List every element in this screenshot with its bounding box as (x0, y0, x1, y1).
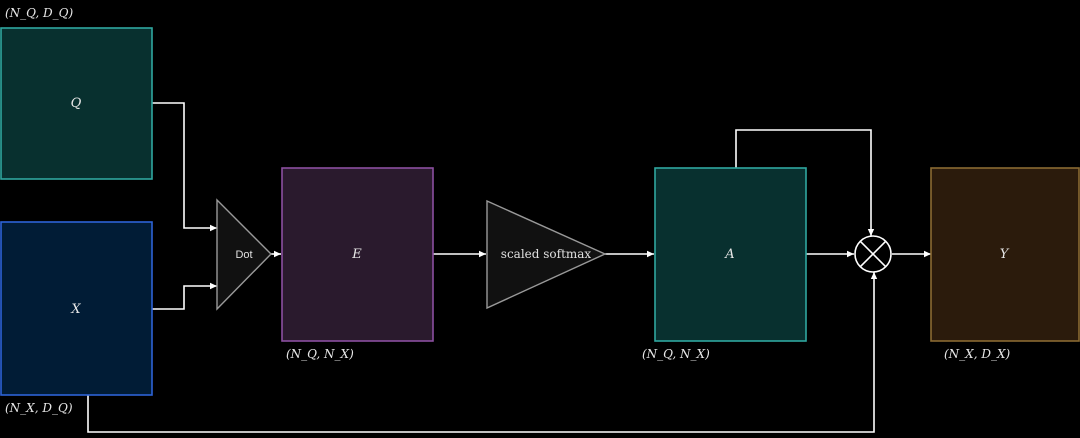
softmax-operator (486, 199, 607, 310)
x-block (0, 221, 153, 396)
x-shape-label: (N_X, D_Q) (5, 401, 73, 415)
a-block (654, 167, 807, 342)
y-block (930, 167, 1080, 342)
x-label: X (70, 302, 81, 317)
dot-operator (216, 198, 272, 311)
q-label: Q (71, 96, 82, 111)
e-block (281, 167, 434, 342)
dot-operator-label: Dot (235, 249, 252, 261)
e-shape-label: (N_Q, N_X) (286, 347, 354, 361)
y-label: Y (1000, 247, 1010, 262)
e-label: E (351, 247, 362, 262)
wire-a-loop-to-multiply (735, 129, 875, 236)
q-shape-label: (N_Q, D_Q) (5, 6, 74, 20)
q-block (0, 27, 153, 180)
softmax-operator-label: scaled softmax (501, 247, 592, 261)
wire-x-bottom-to-multiply (87, 272, 878, 433)
wire-q-to-dot (152, 102, 217, 232)
a-label: A (724, 247, 734, 262)
y-shape-label: (N_X, D_X) (944, 347, 1011, 361)
a-shape-label: (N_Q, N_X) (642, 347, 710, 361)
multiply-operator (854, 235, 892, 273)
wire-x-to-dot (152, 282, 217, 310)
